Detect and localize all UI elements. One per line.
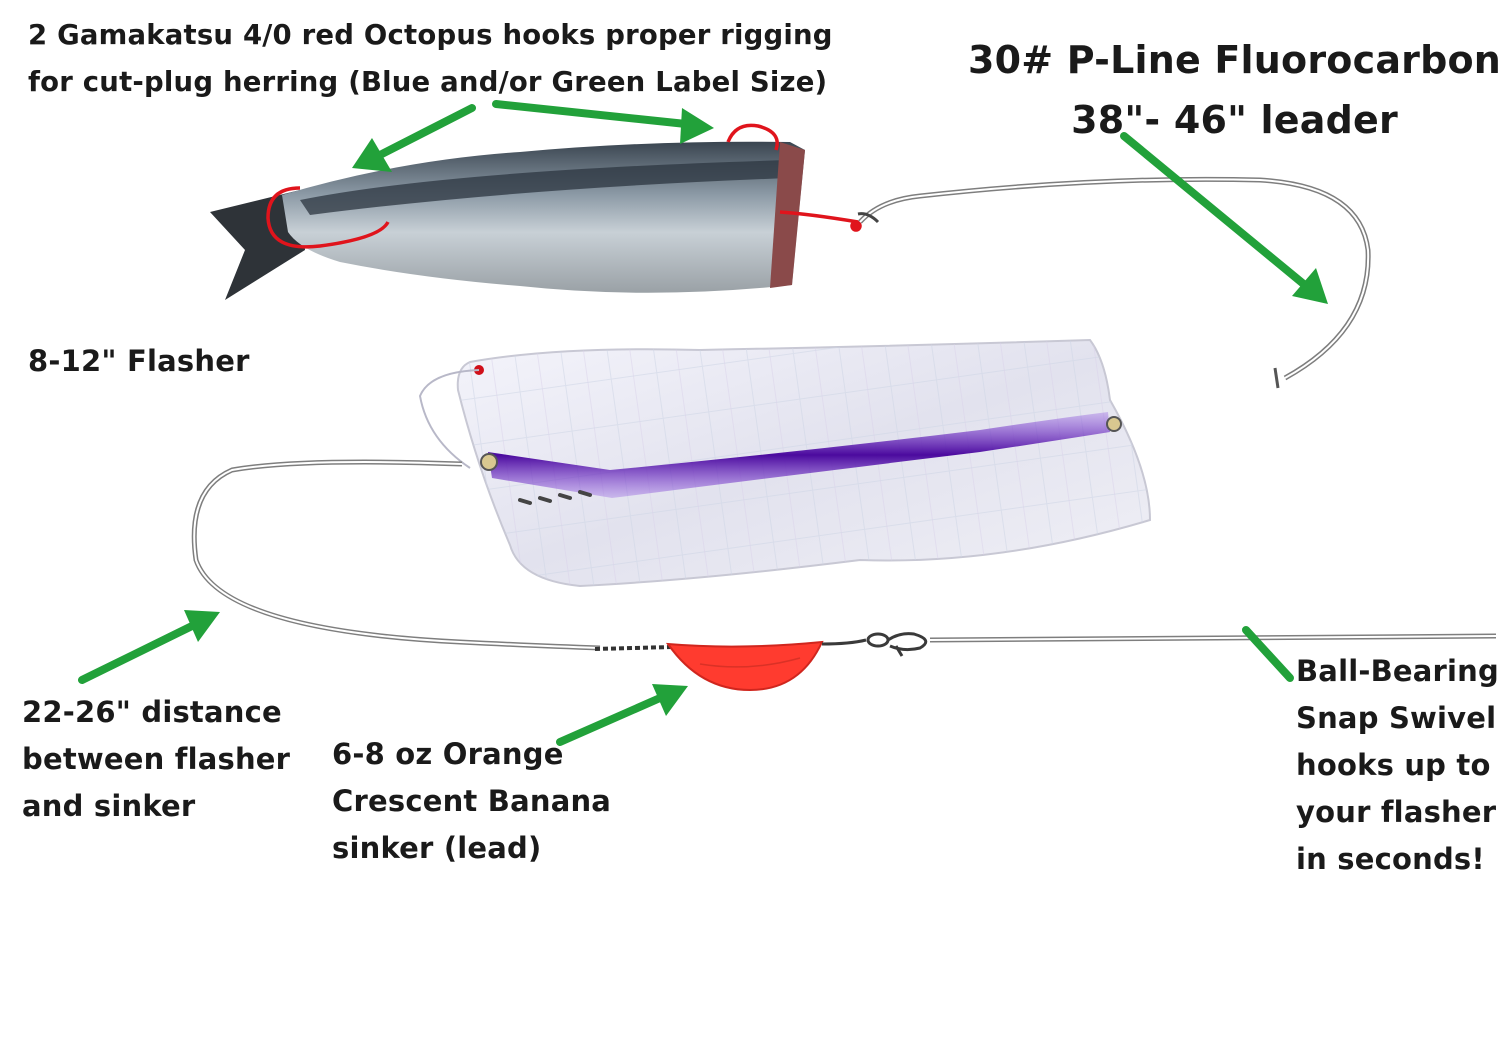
flasher-caption-line: 8-12" Flasher [28,344,250,378]
sinker-caption-line: sinker (lead) [332,831,542,865]
herring-tail [210,190,305,300]
fluorocarbon-leader [857,176,1371,389]
hooks-caption-line: for cut-plug herring (Blue and/or Green … [28,66,828,98]
banana-sinker [665,640,824,692]
swivel-caption-line: Snap Swivel [1296,701,1497,735]
distance-caption-line: between flasher [22,742,291,776]
snap-swivel [821,632,928,657]
flasher-stripe [488,412,1110,498]
arrow-sinker [556,684,688,746]
flasher-caption: 8-12" Flasher [28,338,250,385]
leader-caption-line: 38"- 46" leader [1071,98,1398,142]
distance-caption-line: and sinker [22,789,196,823]
arrow-leader [1120,132,1328,304]
flasher-grommet-back [1106,416,1122,432]
swivel-caption-line: Ball-Bearing [1296,654,1499,688]
hooks-caption: 2 Gamakatsu 4/0 red Octopus hooks proper… [28,12,833,106]
flasher [418,338,1152,588]
arrow-hooks-right [492,100,714,144]
distance-caption: 22-26" distance between flasher and sink… [22,689,290,830]
hooks-caption-line: 2 Gamakatsu 4/0 red Octopus hooks proper… [28,19,833,51]
swivel-caption-line: your flasher [1296,795,1497,829]
distance-caption-line: 22-26" distance [22,695,282,729]
bead-chain [594,645,673,651]
herring-cut-end [770,142,805,288]
sinker-caption-line: Crescent Banana [332,784,612,818]
tail-hook [266,186,390,249]
octopus-hooks [266,123,862,249]
arrow-hooks-left [352,104,476,172]
leader-caption: 30# P-Line Fluorocarbon 38"- 46" leader [968,30,1500,150]
lead-hook [726,123,859,224]
mainline [191,459,1497,651]
arrows [78,100,1328,746]
swivel-caption-line: in seconds! [1296,842,1485,876]
herring-bait [210,141,805,300]
flasher-grommet-front [480,453,498,471]
arrow-distance [78,610,220,684]
sinker-caption: 6-8 oz Orange Crescent Banana sinker (le… [332,731,611,872]
leader-knot [857,212,880,224]
sinker-caption-line: 6-8 oz Orange [332,737,564,771]
swivel-caption: Ball-Bearing Snap Swivel hooks up to you… [1296,648,1499,883]
swivel-caption-line: hooks up to [1296,748,1491,782]
leader-caption-line: 30# P-Line Fluorocarbon [968,38,1500,82]
pointer-swivel [1242,626,1294,682]
